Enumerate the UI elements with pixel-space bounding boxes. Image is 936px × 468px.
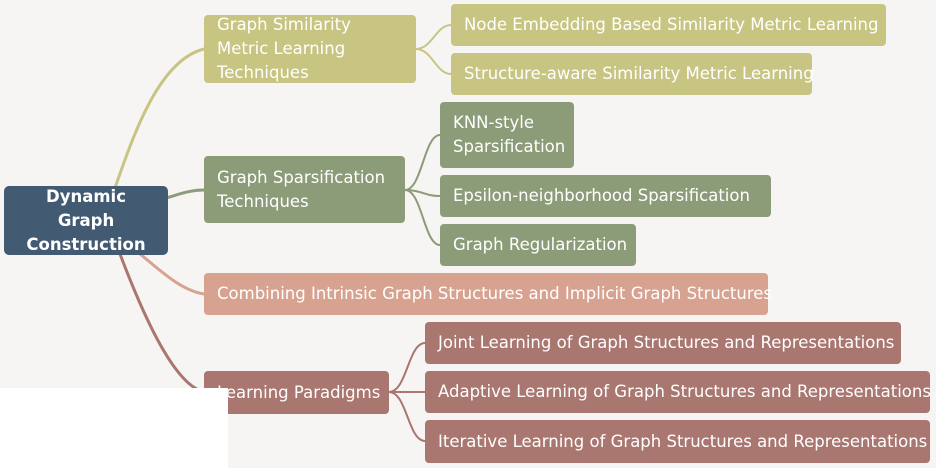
branch-learning-paradigms-label: Learning Paradigms [217,382,381,402]
leaf-iterative-learning-label: Iterative Learning of Graph Structures a… [438,431,928,451]
leaf-node-embedding-similarity-label: Node Embedding Based Similarity Metric L… [464,15,879,34]
edge-root-to-similarity [113,47,205,189]
branch-graph-sparsification: Graph Sparsification Techniques [204,156,405,223]
leaf-epsilon-sparsification: Epsilon-neighborhood Sparsification [440,175,771,217]
leaf-epsilon-sparsification-label: Epsilon-neighborhood Sparsification [453,186,750,205]
root-node: Dynamic Graph Construction [4,186,168,255]
leaf-knn-sparsification-label: KNN-style Sparsification [453,113,566,156]
leaf-knn-sparsification: KNN-style Sparsification [440,102,574,168]
branch-graph-similarity-label: Graph Similarity Metric Learning Techniq… [217,15,351,82]
leaf-structure-aware-similarity-label: Structure-aware Similarity Metric Learni… [464,64,814,83]
leaf-graph-regularization-label: Graph Regularization [453,235,628,254]
edge-paradigms-to-joint [388,342,426,393]
root-label: Dynamic Graph Construction [26,186,146,254]
branch-graph-sparsification-label: Graph Sparsification Techniques [217,167,386,211]
leaf-structure-aware-similarity: Structure-aware Similarity Metric Learni… [451,53,814,95]
branch-combining-structures-label: Combining Intrinsic Graph Structures and… [217,284,772,303]
leaf-node-embedding-similarity: Node Embedding Based Similarity Metric L… [451,4,886,46]
leaf-joint-learning: Joint Learning of Graph Structures and R… [425,322,901,364]
leaf-adaptive-learning: Adaptive Learning of Graph Structures an… [425,371,931,413]
branch-combining-structures: Combining Intrinsic Graph Structures and… [204,273,772,315]
edge-root-to-paradigms [118,253,205,394]
leaf-adaptive-learning-label: Adaptive Learning of Graph Structures an… [438,382,931,401]
edge-similarity-to-structure-aware [415,48,452,75]
edge-similarity-to-node-embedding [415,24,452,50]
edge-root-to-combining [139,252,205,296]
leaf-joint-learning-label: Joint Learning of Graph Structures and R… [438,333,895,352]
branch-learning-paradigms: Learning Paradigms [204,371,389,414]
leaf-graph-regularization: Graph Regularization [440,224,636,266]
edge-sparsification-to-regularization [404,189,441,246]
edge-root-to-sparsification [165,188,205,200]
edge-sparsification-to-knn [404,134,441,191]
white-overlay-block [0,388,228,468]
branch-graph-similarity: Graph Similarity Metric Learning Techniq… [204,15,416,83]
leaf-iterative-learning: Iterative Learning of Graph Structures a… [425,420,930,463]
edge-paradigms-to-iterative [388,391,426,442]
